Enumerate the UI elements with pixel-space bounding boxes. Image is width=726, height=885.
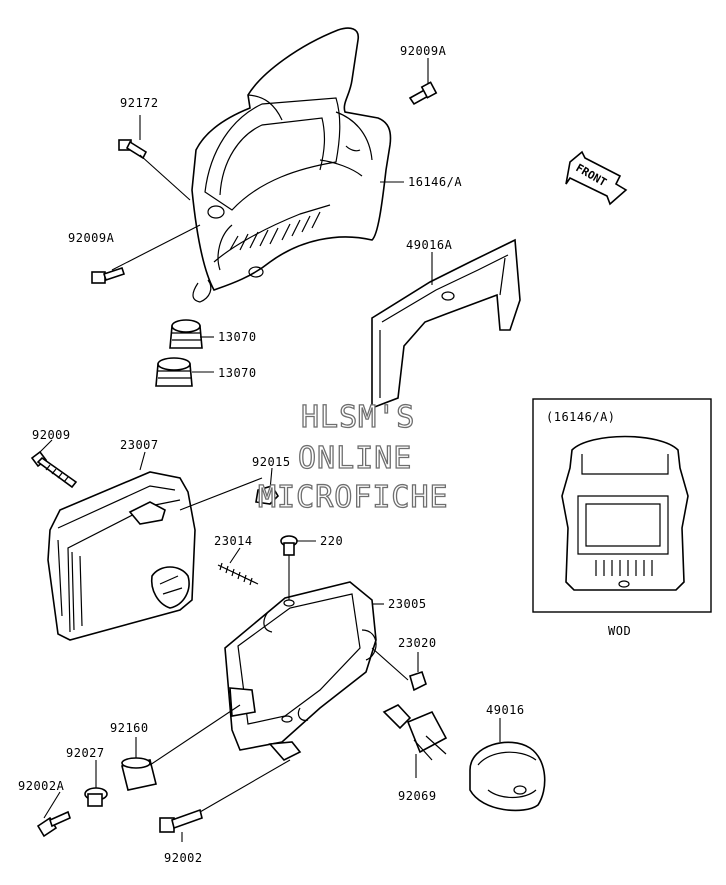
callout-92009A-top: 92009A xyxy=(400,44,447,58)
callout-13070-b: 13070 xyxy=(218,366,257,380)
spring-23014-part xyxy=(217,562,259,586)
housing-23005-part xyxy=(224,581,377,761)
callout-92069: 92069 xyxy=(398,789,437,803)
headlight-cover-part xyxy=(191,27,392,303)
bolt-92002-part xyxy=(159,808,203,833)
callout-49016A: 49016A xyxy=(406,238,453,252)
callout-92002A: 92002A xyxy=(18,779,65,793)
callout-220: 220 xyxy=(320,534,344,548)
inset-box xyxy=(532,398,712,613)
callout-92009A-left: 92009A xyxy=(68,231,115,245)
watermark-line-3: MICROFICHE xyxy=(257,479,449,515)
headlight-unit-23007-part xyxy=(47,471,196,641)
nut-92015-part xyxy=(255,485,280,505)
nut-23020-part xyxy=(409,670,427,692)
bolt-92009A-top-part xyxy=(408,81,438,106)
leader-lines xyxy=(39,58,501,842)
socket-cover-49016-part xyxy=(469,741,546,812)
callout-92172: 92172 xyxy=(120,96,159,110)
watermark-line-2: ONLINE xyxy=(297,440,413,476)
callout-23007: 23007 xyxy=(120,438,159,452)
callout-23020: 23020 xyxy=(398,636,437,650)
inset-caption: WOD xyxy=(608,624,632,638)
watermark-line-1: HLSM'S xyxy=(300,399,416,435)
screw-220-part xyxy=(280,535,298,556)
callout-92160: 92160 xyxy=(110,721,149,735)
inset-title: (16146/A) xyxy=(546,410,616,424)
callout-23005: 23005 xyxy=(388,597,427,611)
callout-49016: 49016 xyxy=(486,703,525,717)
callout-23014: 23014 xyxy=(214,534,253,548)
bulb-92069-part xyxy=(382,704,448,761)
front-arrow: FRONT xyxy=(565,150,628,206)
bolt-92172-part xyxy=(118,139,148,160)
callout-92002: 92002 xyxy=(164,851,203,865)
callout-13070-a: 13070 xyxy=(218,330,257,344)
bolt-92009A-left-part xyxy=(91,266,126,284)
grommet-92160-part xyxy=(121,757,157,791)
callout-92015: 92015 xyxy=(252,455,291,469)
collar-92027-part xyxy=(84,787,108,807)
callout-92027: 92027 xyxy=(66,746,105,760)
bracket-49016A-part xyxy=(371,238,521,410)
grommet-13070-upper-part xyxy=(169,319,203,349)
callout-16146A: 16146/A xyxy=(408,175,463,189)
screw-92009-part xyxy=(30,450,78,489)
grommet-13070-lower-part xyxy=(155,357,193,387)
callout-92009: 92009 xyxy=(32,428,71,442)
bolt-92002A-part xyxy=(36,810,71,838)
